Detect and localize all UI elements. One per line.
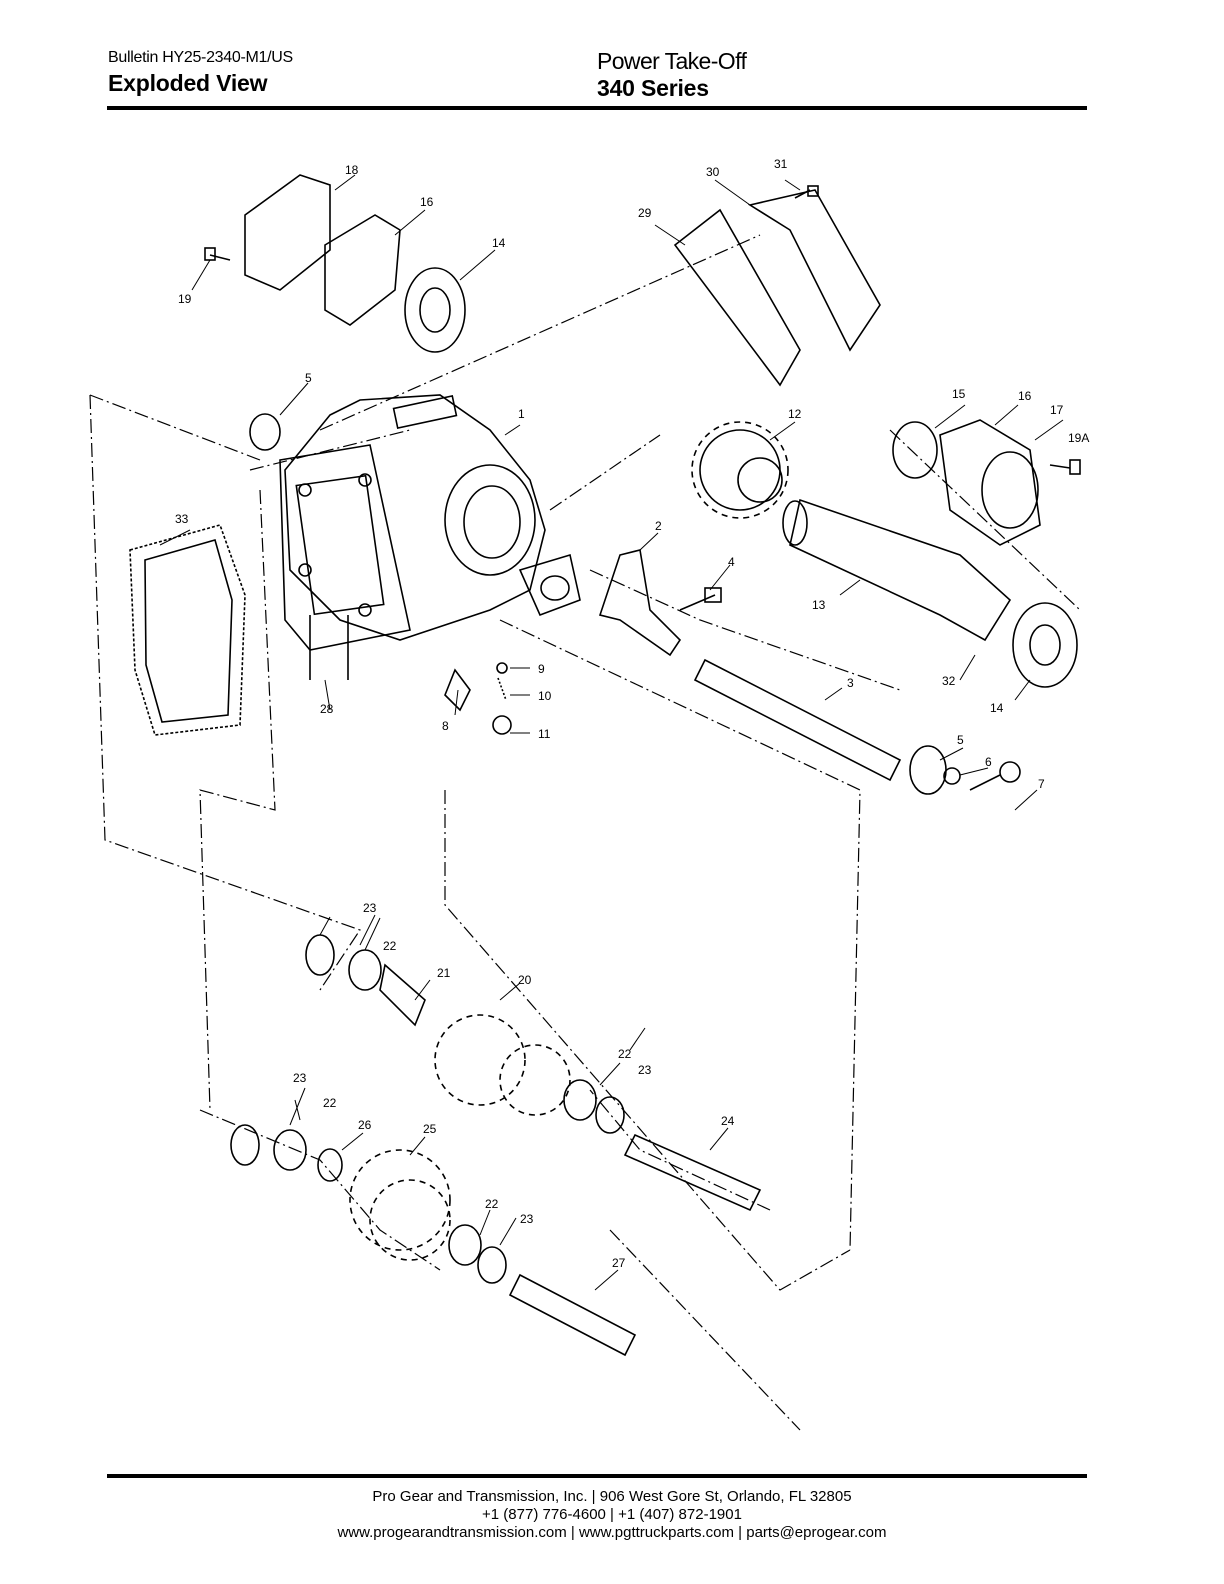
product-name: Power Take-Off <box>597 48 747 74</box>
footer-rule <box>107 1474 1087 1478</box>
callout-22-a: 22 <box>383 939 397 953</box>
view-title: Exploded View <box>108 70 268 96</box>
callout-19a: 19A <box>1068 431 1089 445</box>
callout-25: 25 <box>423 1122 437 1136</box>
callout-14-top: 14 <box>492 236 506 250</box>
callout-28: 28 <box>320 702 334 716</box>
callout-23-d: 23 <box>520 1212 534 1226</box>
callout-31: 31 <box>774 157 788 171</box>
exploded-view-diagram: 1 2 3 4 5 5 6 7 8 9 10 11 12 13 14 14 15… <box>89 157 1089 1431</box>
callout-16-right: 16 <box>1018 389 1032 403</box>
lower-gear-train <box>230 934 762 1357</box>
callout-5-top: 5 <box>305 371 312 385</box>
small-hardware <box>204 185 1081 791</box>
footer: Pro Gear and Transmission, Inc. | 906 We… <box>0 1488 1224 1542</box>
rear-seal-housing <box>892 419 1041 546</box>
callout-24: 24 <box>721 1114 735 1128</box>
callout-22-c: 22 <box>323 1096 337 1110</box>
gear-12 <box>691 421 789 519</box>
callout-14-bottom: 14 <box>990 701 1004 715</box>
footer-address: Pro Gear and Transmission, Inc. | 906 We… <box>372 1488 852 1505</box>
callout-11: 11 <box>538 727 551 741</box>
series-name: 340 Series <box>597 75 709 101</box>
callout-19: 19 <box>178 292 192 306</box>
callout-22-b: 22 <box>618 1047 632 1061</box>
top-right-cover-plates <box>673 189 881 387</box>
header-left: Bulletin HY25-2340-M1/US Exploded View <box>108 48 293 98</box>
header-right: Power Take-Off 340 Series <box>597 48 747 102</box>
shift-fork-2 <box>598 549 682 657</box>
callout-7: 7 <box>1038 777 1045 791</box>
callout-6: 6 <box>985 755 992 769</box>
callout-12: 12 <box>788 407 802 421</box>
callout-labels: 1 2 3 4 5 5 6 7 8 9 10 11 12 13 14 14 15… <box>175 157 1089 1270</box>
footer-phone: +1 (877) 776-4600 | +1 (407) 872-1901 <box>482 1506 742 1523</box>
callout-23-b: 23 <box>638 1063 652 1077</box>
callout-32: 32 <box>942 674 956 688</box>
callout-30: 30 <box>706 165 720 179</box>
callout-27: 27 <box>612 1256 626 1270</box>
callout-1: 1 <box>518 407 525 421</box>
callout-22-d: 22 <box>485 1197 499 1211</box>
callout-21: 21 <box>437 966 451 980</box>
callout-18: 18 <box>345 163 359 177</box>
callout-2: 2 <box>655 519 662 533</box>
bearing-top-14 <box>404 267 466 353</box>
callout-10: 10 <box>538 689 552 703</box>
bearing-5 <box>249 413 947 795</box>
bearing-right-14 <box>1012 602 1078 688</box>
callout-15: 15 <box>952 387 966 401</box>
callout-17: 17 <box>1050 403 1064 417</box>
leader-lines <box>159 174 1064 1291</box>
gasket-33 <box>129 524 246 736</box>
shift-rod-3 <box>693 658 902 782</box>
callout-23-a: 23 <box>363 901 377 915</box>
diagram-parts <box>89 174 1081 1431</box>
callout-23-c: 23 <box>293 1071 307 1085</box>
callout-3: 3 <box>847 676 854 690</box>
top-left-gaskets <box>244 174 401 326</box>
callout-4: 4 <box>728 555 735 569</box>
callout-5-bottom: 5 <box>957 733 964 747</box>
callout-16-top: 16 <box>420 195 434 209</box>
housing-part-1 <box>279 394 581 651</box>
callout-8: 8 <box>442 719 449 733</box>
callout-20: 20 <box>518 973 532 987</box>
shaft-13 <box>782 498 1012 642</box>
header-rule <box>107 106 1087 110</box>
callout-13: 13 <box>812 598 826 612</box>
callout-9: 9 <box>538 662 545 676</box>
assembly-lines <box>89 234 1081 1431</box>
callout-33: 33 <box>175 512 189 526</box>
callout-29: 29 <box>638 206 652 220</box>
bulletin-number: Bulletin HY25-2340-M1/US <box>108 49 293 66</box>
callout-26: 26 <box>358 1118 372 1132</box>
footer-web: www.progearandtransmission.com | www.pgt… <box>337 1524 887 1541</box>
